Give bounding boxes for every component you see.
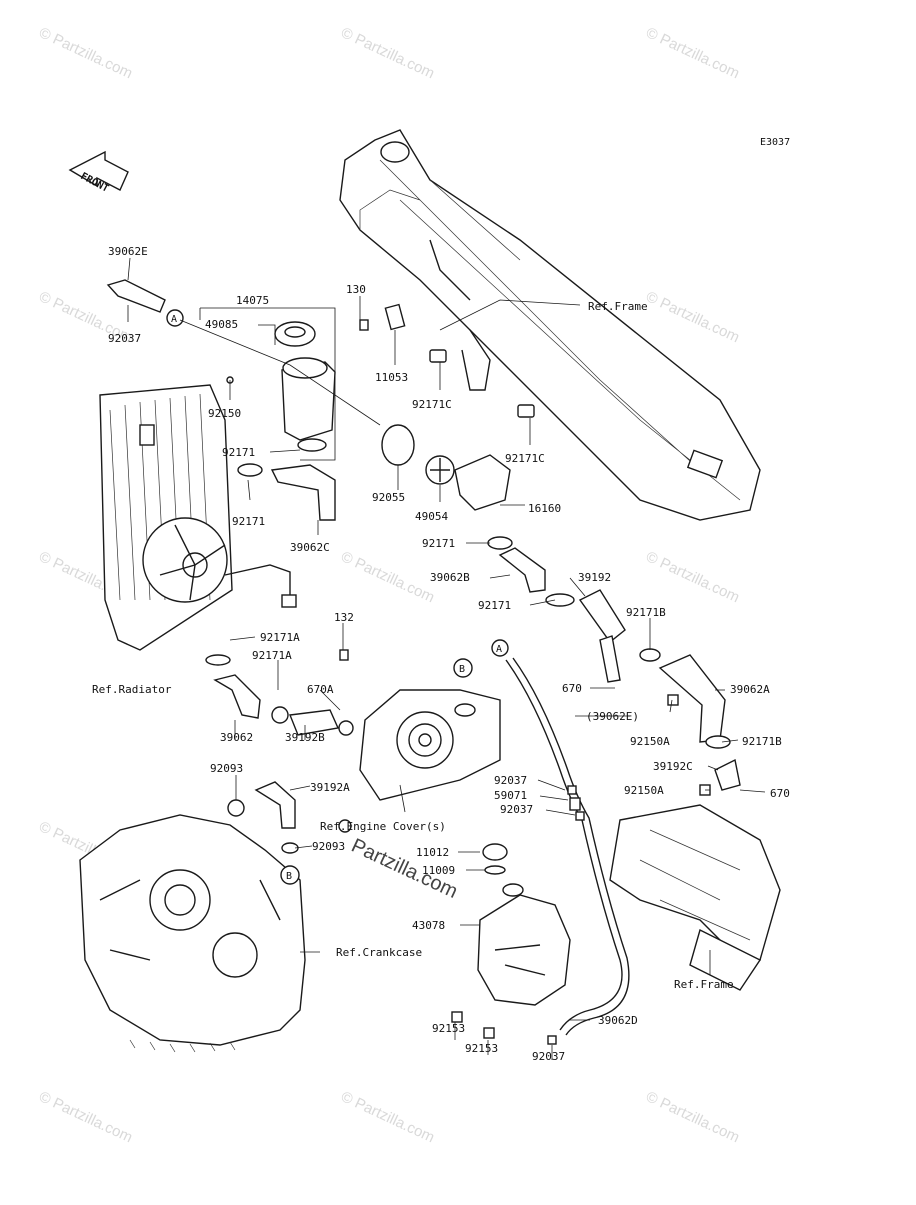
- watermark: © Partzilla.com: [643, 24, 742, 82]
- part-label: 92150: [208, 407, 241, 420]
- watermark: © Partzilla.com: [643, 548, 742, 606]
- part-label: 39062: [220, 731, 253, 744]
- part-label: 130: [346, 283, 366, 296]
- frame-lower: [609, 804, 781, 991]
- front-arrow-icon: FRONT: [68, 150, 129, 195]
- part-label: 39192: [578, 571, 611, 584]
- marker-a-icon: [166, 309, 184, 327]
- part-label: 92171A: [252, 649, 292, 662]
- watermark: © Partzilla.com: [338, 548, 437, 606]
- part-label: 11053: [375, 371, 408, 384]
- marker-b-icon: [453, 658, 473, 678]
- part-label: 39062E: [108, 245, 148, 258]
- watermark: © Partzilla.com: [338, 24, 437, 82]
- part-label: 92093: [210, 762, 243, 775]
- part-label: 92171: [232, 515, 265, 528]
- part-label: 92153: [432, 1022, 465, 1035]
- part-label: Ref.Radiator: [92, 683, 172, 696]
- part-label: 92093: [312, 840, 345, 853]
- marker-a: A: [496, 644, 502, 655]
- part-label: 92150A: [630, 735, 670, 748]
- part-label: 11012: [416, 846, 449, 859]
- part-label: Ref.Frame: [674, 978, 734, 991]
- part-label: 92171: [222, 446, 255, 459]
- part-label: 39062D: [598, 1014, 638, 1027]
- part-label: 92171B: [742, 735, 782, 748]
- part-label: 92171A: [260, 631, 300, 644]
- engine-cover: [359, 689, 501, 801]
- part-label: 43078: [412, 919, 445, 932]
- part-label: 59071: [494, 789, 527, 802]
- marker-b: B: [459, 664, 465, 675]
- part-label: 39192B: [285, 731, 325, 744]
- crankcase: [79, 814, 306, 1053]
- part-label: 92037: [494, 774, 527, 787]
- part-label: 39192C: [653, 760, 693, 773]
- part-label: 49085: [205, 318, 238, 331]
- marker-a-icon: [491, 639, 509, 657]
- marker-b-icon: [280, 865, 300, 885]
- part-label: (39062E): [586, 710, 639, 723]
- part-label: 92171B: [626, 606, 666, 619]
- part-label: 11009: [422, 864, 455, 877]
- part-label: Ref.Engine Cover(s): [320, 820, 446, 833]
- part-label: 49054: [415, 510, 448, 523]
- watermark: © Partzilla.com: [643, 1088, 742, 1146]
- part-label: 39062B: [430, 571, 470, 584]
- part-label: 14075: [236, 294, 269, 307]
- water-pump-cover: [451, 843, 571, 1045]
- marker-b: B: [286, 871, 292, 882]
- part-label: Ref.Crankcase: [336, 946, 422, 959]
- part-label: 16160: [528, 502, 561, 515]
- reference-markers: A A B B: [166, 309, 509, 885]
- part-label: 92171C: [505, 452, 545, 465]
- radiator: [99, 384, 297, 651]
- part-label: 670: [770, 787, 790, 800]
- thermostat-parts: [359, 303, 511, 511]
- diagram-code: E3037: [760, 137, 790, 148]
- part-label: 39062A: [730, 683, 770, 696]
- thermostat-housing: [199, 307, 336, 461]
- part-label: 92055: [372, 491, 405, 504]
- part-label: 92171: [422, 537, 455, 550]
- watermark: © Partzilla.com: [338, 1088, 437, 1146]
- fitting-39192: [578, 589, 741, 796]
- part-label: 92037: [500, 803, 533, 816]
- watermark: © Partzilla.com: [36, 24, 135, 82]
- part-label: 92150A: [624, 784, 664, 797]
- clamp-92171c: [429, 349, 535, 418]
- frame-upper: [339, 129, 761, 521]
- breather-hose: [505, 657, 630, 1036]
- part-label: 39062C: [290, 541, 330, 554]
- part-label: 92171: [478, 599, 511, 612]
- marker-a: A: [171, 314, 177, 325]
- part-label: 92037: [108, 332, 141, 345]
- part-label: 670A: [307, 683, 334, 696]
- part-label: Ref.Frame: [588, 300, 648, 313]
- leader-lines: [127, 257, 766, 1060]
- marker-c-icon: [338, 819, 352, 833]
- part-label: 92037: [532, 1050, 565, 1063]
- part-label: 92171C: [412, 398, 452, 411]
- part-label: 92153: [465, 1042, 498, 1055]
- part-labels: 39062E 92037 14075 49085 130 11053 92171…: [92, 245, 790, 1063]
- part-label: 132: [334, 611, 354, 624]
- part-label: 39192A: [310, 781, 350, 794]
- hoses-upper: [106, 279, 575, 607]
- hoses-lower-left: [205, 649, 354, 854]
- watermark: © Partzilla.com: [36, 1088, 135, 1146]
- part-label: 670: [562, 682, 582, 695]
- watermark: © Partzilla.com: [643, 288, 742, 346]
